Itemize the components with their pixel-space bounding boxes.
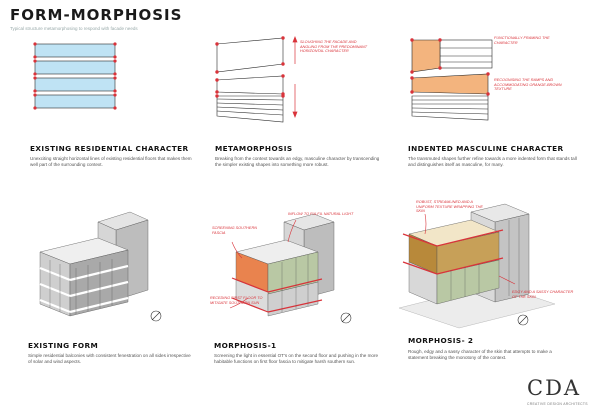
diagram-indented-masculine [410,38,493,121]
page-title: FORM-MORPHOSIS [10,6,183,24]
diagram-metamorphosis [215,36,298,123]
note-robust-streamlined: Robust, streamlined and a uniform textur… [416,200,483,214]
orange-block [411,73,489,95]
panel-title-indented-masculine: INDENTED MASCULINE CHARACTER [408,144,564,153]
page-subtitle: Typical structure metamorphosing to resp… [10,26,138,31]
panel-title-morphosis-2: MORPHOSIS- 2 [408,336,474,345]
note-sloughing-facade: Sloughing the facade and angling from th… [300,40,368,54]
panel-title-existing-residential: EXISTING RESIDENTIAL CHARACTER [30,144,189,153]
note-functionally-framing: Functionally framing the character [494,36,550,45]
logo-caption: CREATIVE DESIGN ARCHITECTS [527,402,588,406]
panel-desc-indented-masculine: The transmuted shapes further refine tow… [408,156,577,167]
note-edgy-sassy: Edgy and a sassy character of the skin [512,290,574,299]
diagram-existing-residential [33,42,117,110]
note-inflow-light: Inflow to fulfil natural light [288,212,354,216]
floor-slab [34,77,116,92]
north-arrow [517,314,529,326]
panel-title-metamorphosis: METAMORPHOSIS [215,144,293,153]
north-arrow [150,310,162,322]
panel-desc-existing-form: Simple residential balconies with consis… [28,353,191,364]
diagram-morphosis-1 [229,213,352,324]
floor-slab [34,60,116,75]
note-screening-southern: Screening southern fascia [212,226,257,235]
panel-title-morphosis-1: MORPHOSIS-1 [214,341,277,350]
note-recognising-ramps: Recognising the ramps and accommodating … [494,78,562,92]
angled-slab [216,95,284,123]
panel-desc-existing-residential: Unexciting straight horizontal lines of … [30,156,192,167]
panel-title-existing-form: EXISTING FORM [28,341,99,350]
green-glass [436,259,500,305]
panel-desc-metamorphosis: Breaking from the context towards an edg… [215,156,380,167]
diagram-morphosis-2 [398,203,556,329]
diagram-existing-form [39,211,162,322]
orange-block [411,39,441,73]
north-arrow [340,312,352,324]
angled-slab [216,75,284,95]
panel-desc-morphosis-1: Screening the light in essential OT's on… [214,353,379,364]
note-receding-first-floor: Receding first floor to mitigate souther… [210,296,263,305]
logo: CDA [527,376,582,400]
floor-slab [34,94,116,109]
floor-slab [34,43,116,58]
panel-desc-morphosis-2: Rough, edgy and a sassy character of the… [408,349,552,360]
angled-slab [216,37,284,73]
